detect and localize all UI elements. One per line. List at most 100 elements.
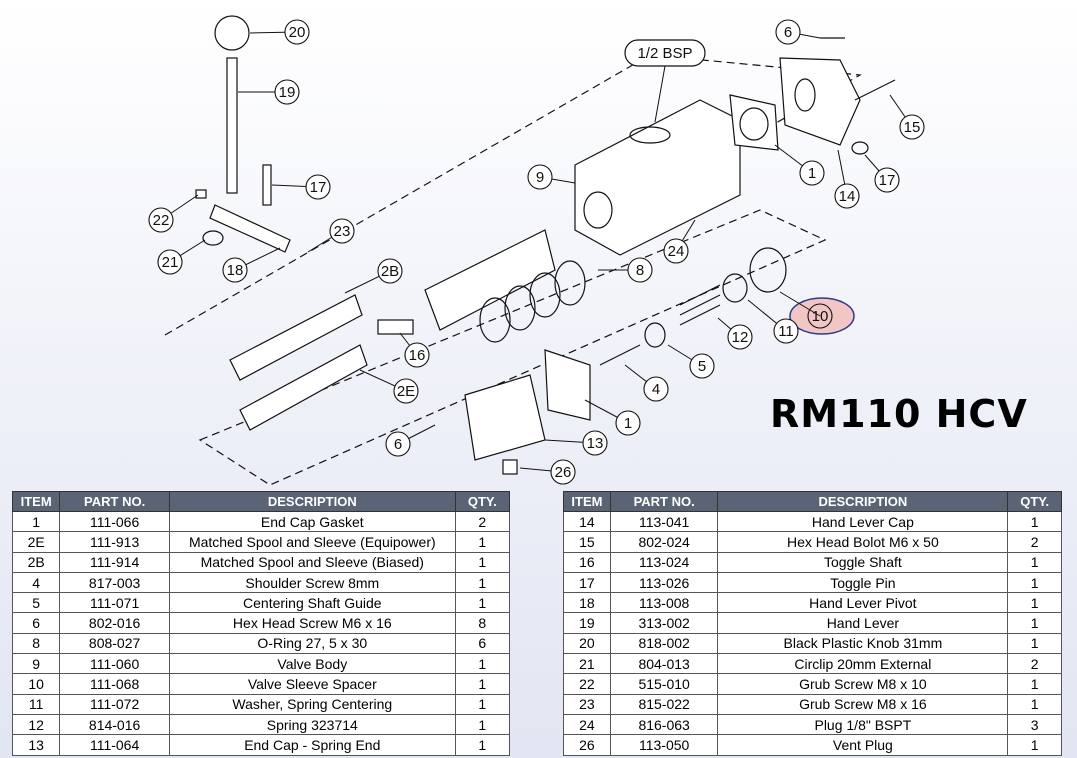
callout-circle — [807, 303, 833, 329]
cell-description: Washer, Spring Centering — [168, 693, 456, 715]
callout-8: 8 — [598, 257, 653, 283]
callout-2E: 2E — [359, 369, 419, 404]
cell-part-no: 816-063 — [609, 713, 719, 736]
callout-label: 23 — [334, 223, 351, 240]
callout-label: 9 — [536, 169, 544, 186]
callout-label: 12 — [732, 329, 749, 346]
callout-circle — [404, 342, 430, 368]
callout-22: 22 — [148, 194, 199, 233]
callout-circle — [148, 207, 174, 233]
callout-label: 11 — [778, 323, 794, 340]
cell-description: End Cap Gasket — [168, 510, 456, 533]
callout-circle — [222, 257, 248, 283]
cell-qty: 1 — [454, 673, 511, 695]
callout-circle — [582, 430, 608, 456]
cell-item: 26 — [563, 734, 611, 756]
header-item: ITEM — [563, 491, 611, 512]
callout-23: 23 — [307, 218, 355, 253]
cell-part-no: 802-016 — [59, 612, 170, 634]
cell-description: Toggle Shaft — [717, 551, 1009, 573]
toggle-shaft-shape — [377, 319, 414, 335]
upper-gasket-shape — [729, 94, 779, 151]
header-part-no: PART NO. — [59, 491, 170, 512]
callout-label: 22 — [153, 212, 170, 229]
cell-qty: 1 — [454, 734, 511, 756]
cell-part-no: 804-013 — [609, 653, 719, 675]
callout-circle — [834, 183, 860, 209]
callout-circle — [274, 79, 300, 105]
cell-qty: 1 — [1007, 632, 1062, 655]
header-description: DESCRIPTION — [717, 491, 1009, 512]
cell-qty: 1 — [454, 592, 511, 614]
cell-item: 13 — [11, 734, 61, 756]
table-header-row: ITEM PART NO. DESCRIPTION QTY. — [563, 491, 1062, 512]
cell-description: End Cap - Spring End — [168, 734, 456, 756]
cell-qty: 1 — [454, 653, 511, 675]
header-part-no: PART NO. — [609, 491, 719, 512]
callout-label: 2B — [381, 263, 399, 280]
callout-21: 21 — [157, 239, 206, 275]
callout-circle — [773, 318, 799, 344]
cell-item: 2E — [11, 531, 61, 553]
cell-qty: 1 — [454, 551, 511, 573]
cell-description: Centering Shaft Guide — [168, 592, 456, 614]
cell-description: Black Plastic Knob 31mm — [717, 632, 1009, 655]
bolt-long — [854, 79, 896, 101]
sleeve-shape — [424, 229, 556, 331]
callout-20: 20 — [249, 19, 310, 45]
header-qty: QTY. — [454, 491, 511, 512]
cell-part-no: 111-064 — [59, 734, 170, 756]
callout-label: 19 — [279, 84, 296, 101]
callout-label: 21 — [162, 254, 179, 271]
cell-qty: 1 — [1007, 592, 1062, 614]
callout-12: 12 — [717, 317, 753, 350]
callout-label: 10 — [812, 308, 829, 325]
callout-leader — [779, 291, 821, 317]
cell-description: Valve Body — [168, 653, 456, 675]
cell-description: Vent Plug — [717, 734, 1009, 756]
highlight-callout-10 — [789, 297, 855, 335]
callout-13: 13 — [544, 430, 608, 456]
callout-circle — [775, 19, 801, 45]
callout-circle — [643, 376, 669, 402]
callout-circle — [627, 257, 653, 283]
cell-part-no: 111-072 — [59, 693, 170, 715]
callout-15: 15 — [889, 94, 925, 140]
callout-label: 26 — [555, 464, 572, 481]
cell-item: 20 — [563, 632, 611, 655]
knob-shape — [214, 15, 250, 51]
cell-item: 5 — [11, 592, 61, 614]
spool-equipower-shape — [239, 344, 368, 431]
callout-circle — [305, 174, 331, 200]
cell-item: 6 — [11, 612, 61, 634]
cell-part-no: 113-050 — [609, 734, 719, 756]
cell-item: 17 — [563, 571, 611, 594]
callout-label: 17 — [879, 172, 896, 189]
callout-label: 2E — [397, 383, 415, 400]
cell-description: Matched Spool and Sleeve (Equipower) — [168, 531, 456, 553]
callout-label: 6 — [784, 24, 792, 41]
cell-part-no: 113-026 — [609, 571, 719, 594]
callout-11: 11 — [747, 299, 799, 344]
cell-part-no: 815-022 — [609, 693, 719, 715]
callout-label: 24 — [668, 243, 685, 260]
pivot-shape — [209, 204, 291, 253]
cell-part-no: 111-060 — [59, 653, 170, 675]
diagram-title: RM110 HCV — [770, 392, 1028, 436]
cell-description: O-Ring 27, 5 x 30 — [168, 632, 456, 655]
cell-qty: 1 — [1007, 612, 1062, 634]
circlip-shape — [202, 230, 224, 246]
washer-shape — [722, 273, 748, 303]
